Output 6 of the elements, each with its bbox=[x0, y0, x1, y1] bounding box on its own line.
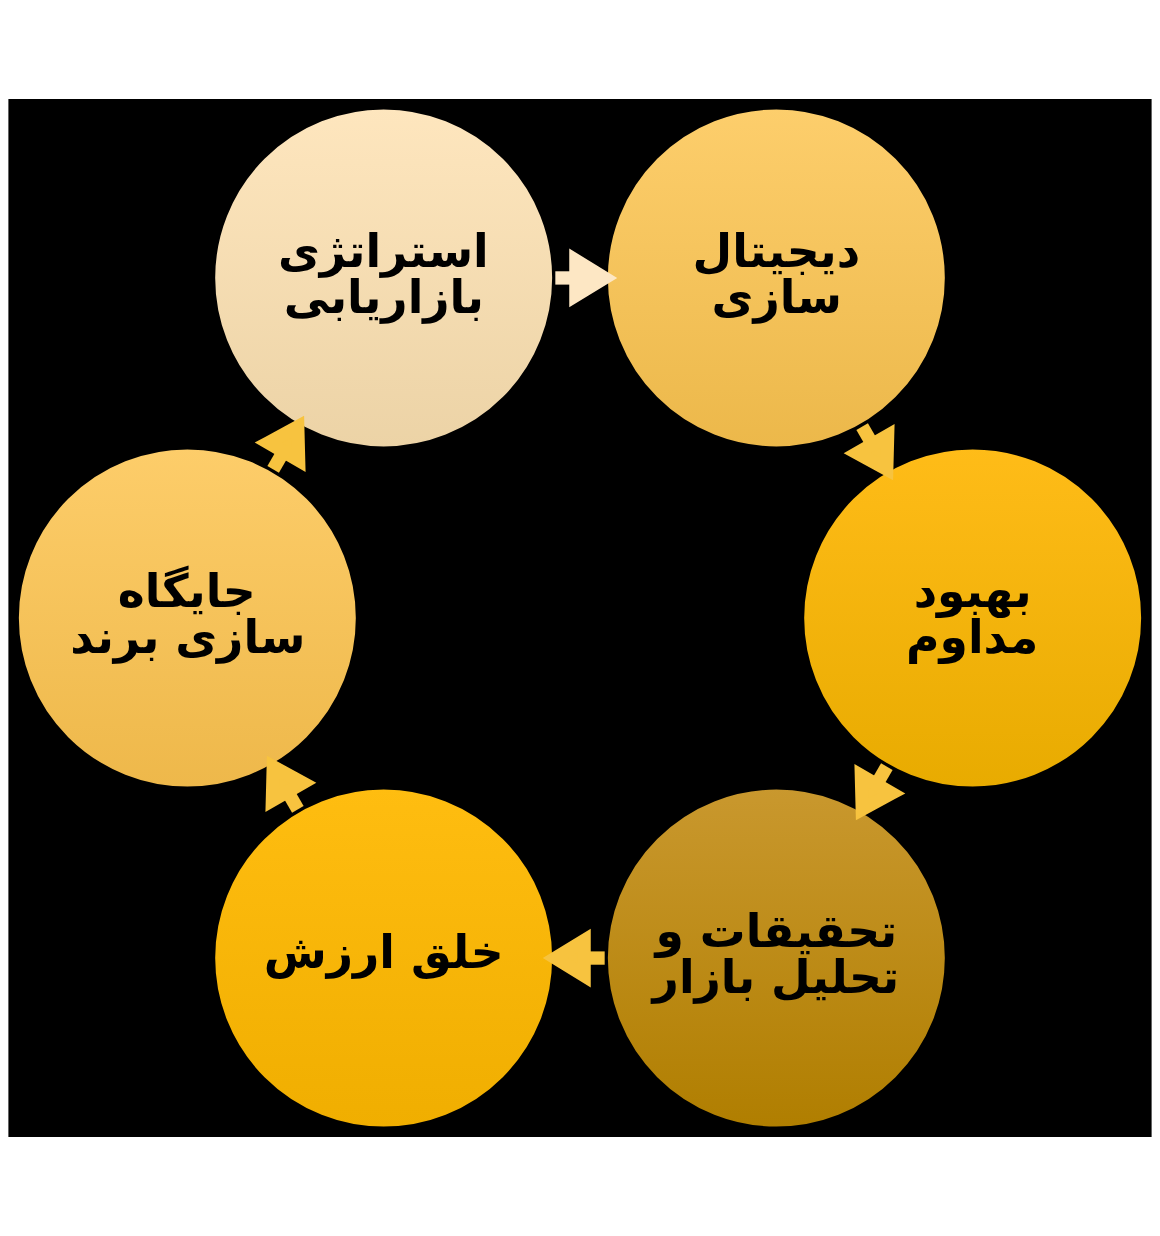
arrow bbox=[854, 763, 906, 821]
arrow bbox=[254, 415, 306, 473]
arrow bbox=[843, 423, 895, 481]
arrow bbox=[555, 248, 618, 308]
arrow bbox=[542, 928, 605, 988]
arrow bbox=[265, 755, 317, 813]
